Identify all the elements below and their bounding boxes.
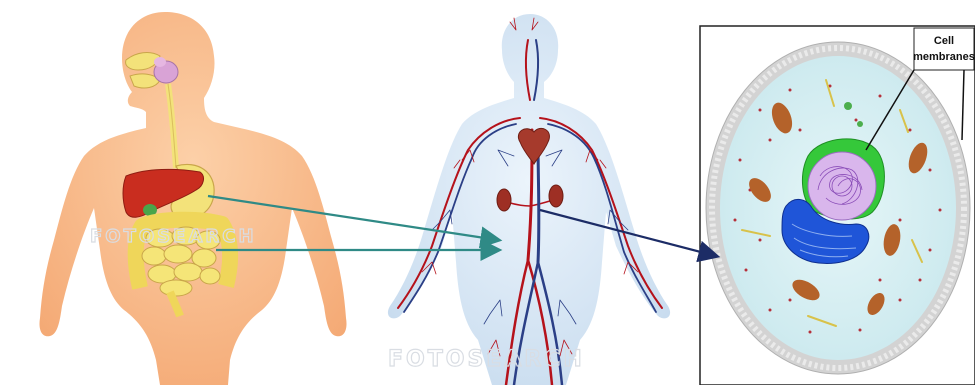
digestive-system-panel: FOTOSEARCH <box>39 12 346 385</box>
nucleus <box>808 152 876 220</box>
circulatory-system-panel: FOTOSEARCH <box>388 14 670 385</box>
vesicle <box>857 121 863 127</box>
left-kidney <box>497 189 511 211</box>
cell-panel: Cell membranes <box>700 26 975 385</box>
callout-label-line1: Cell <box>934 35 954 47</box>
watermark-circulatory: FOTOSEARCH <box>388 347 585 372</box>
callout-label-line2: membranes <box>913 51 975 63</box>
vesicle <box>844 102 852 110</box>
circulatory-body-silhouette <box>388 14 670 385</box>
right-kidney <box>549 185 563 207</box>
watermark-digestive: FOTOSEARCH <box>90 226 257 247</box>
